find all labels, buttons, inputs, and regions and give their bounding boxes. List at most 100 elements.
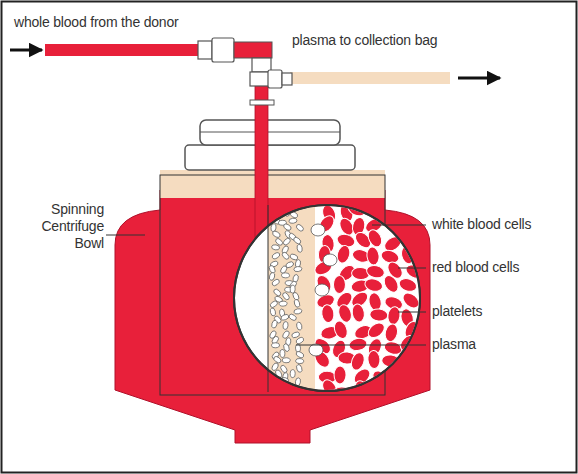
red-blood-cell (335, 244, 351, 265)
platelet (281, 273, 289, 278)
platelet (295, 351, 304, 359)
red-blood-cell (405, 365, 422, 386)
red-blood-cell (366, 320, 388, 340)
platelet (296, 322, 303, 331)
red-blood-cell (387, 306, 402, 326)
platelet (295, 358, 304, 364)
white-blood-cell (311, 224, 325, 236)
platelet (293, 308, 302, 315)
platelet (271, 342, 279, 348)
platelet (293, 236, 302, 245)
blood-tube (45, 44, 200, 56)
red-blood-cell (416, 367, 436, 383)
centrifuge-bowl (115, 190, 430, 443)
red-blood-cell (416, 320, 434, 341)
red-blood-cell (397, 276, 418, 293)
outflow-arrow (458, 77, 500, 80)
platelet (288, 386, 297, 394)
fitting (212, 38, 234, 62)
platelet (281, 251, 290, 260)
part-label: white blood cells (432, 216, 531, 233)
platelet (281, 292, 290, 301)
platelet (269, 300, 278, 309)
platelet (280, 314, 289, 322)
leader-line (398, 268, 426, 269)
red-blood-cell (366, 228, 385, 249)
bowl-cap (185, 145, 355, 170)
platelet (280, 349, 286, 357)
platelet (276, 383, 283, 392)
red-blood-cell (369, 308, 388, 322)
platelet (295, 223, 304, 232)
platelet (291, 331, 300, 338)
platelet (292, 390, 300, 399)
platelet (271, 209, 280, 218)
platelet (273, 355, 282, 364)
red-blood-cell (332, 319, 350, 340)
red-blood-cell (321, 304, 335, 324)
white-blood-cell (323, 254, 337, 266)
red-blood-cell (420, 384, 439, 398)
platelet (271, 252, 280, 260)
red-blood-cell (368, 381, 390, 401)
plasma-tube (290, 72, 450, 84)
red-blood-cell (399, 203, 417, 224)
platelet (273, 288, 282, 297)
fitting (268, 70, 282, 88)
leader-line (372, 225, 426, 226)
red-blood-cell (389, 217, 402, 236)
platelet (280, 386, 288, 392)
red-blood-cell (366, 246, 380, 265)
platelet (271, 320, 278, 329)
platelet (280, 390, 289, 399)
platelet (295, 336, 304, 344)
red-blood-cell (334, 366, 346, 384)
platelet (279, 301, 287, 306)
platelet (289, 218, 298, 224)
red-blood-cell (351, 303, 366, 323)
platelet (293, 299, 300, 308)
red-blood-cell (421, 351, 442, 369)
red-blood-cell (384, 380, 406, 400)
platelet (282, 357, 290, 363)
red-blood-cell (367, 350, 380, 369)
part-label: platelets (432, 303, 482, 320)
platelet (281, 203, 286, 211)
part-label: Spinning Centrifuge Bowl (20, 201, 104, 252)
platelet (271, 378, 276, 386)
platelet (272, 230, 281, 238)
red-blood-cell (383, 323, 399, 343)
flow-label: whole blood from the donor (14, 14, 178, 31)
white-blood-cell (309, 344, 323, 356)
part-label: red blood cells (432, 259, 519, 276)
red-blood-cell (381, 273, 401, 295)
red-blood-cell (401, 351, 421, 373)
red-blood-cell (402, 382, 423, 403)
platelet (269, 272, 276, 281)
fitting (198, 41, 212, 59)
white-blood-cell (315, 284, 329, 296)
bowl-cap-top (200, 120, 340, 145)
inflow-arrow (10, 49, 42, 52)
platelet (290, 285, 296, 294)
red-blood-cell (365, 264, 385, 279)
platelet (294, 266, 303, 272)
leader-line (398, 312, 426, 313)
platelet (290, 370, 295, 378)
platelet (283, 223, 292, 231)
platelet (288, 313, 297, 322)
flow-label: plasma to collection bag (292, 32, 437, 49)
red-blood-cell (363, 277, 383, 293)
red-blood-cell (333, 275, 345, 293)
platelet (271, 203, 280, 211)
red-blood-cell (421, 230, 434, 249)
platelet (271, 244, 280, 250)
plasma-layer (160, 170, 385, 198)
leader-line (106, 235, 145, 236)
platelet (282, 237, 291, 246)
platelet (283, 321, 289, 330)
leader-line (296, 345, 426, 346)
platelet (296, 364, 303, 373)
